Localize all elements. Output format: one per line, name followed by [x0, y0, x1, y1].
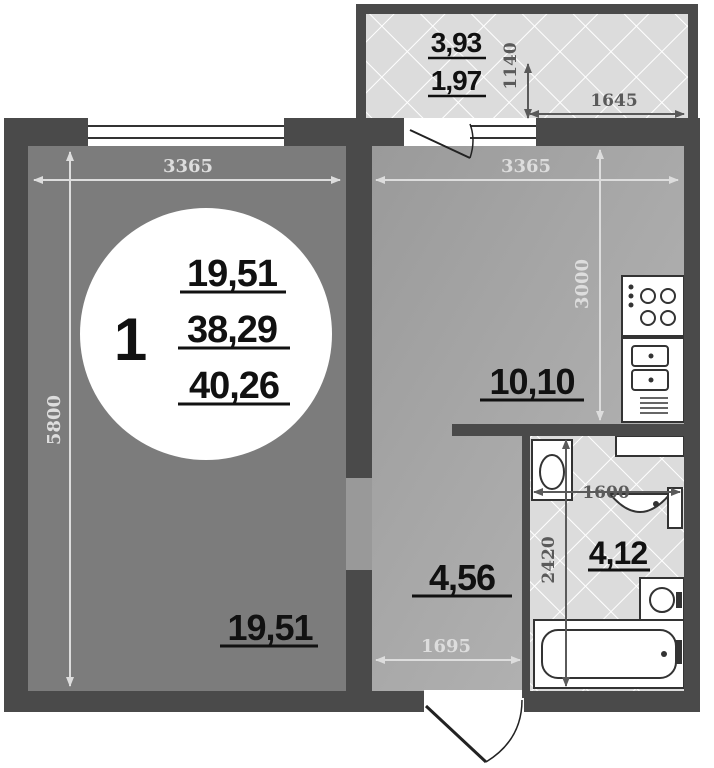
living-room-area: 19,51: [227, 607, 313, 648]
badge-living-area: 19,51: [187, 253, 278, 295]
stove-icon: [621, 275, 685, 337]
dim-bath-length: 2420: [539, 536, 559, 583]
badge-total-area: 38,29: [187, 309, 277, 351]
bathtub-icon: [533, 619, 685, 689]
living-doorway: [346, 478, 372, 570]
dim-bath-width: 1600: [582, 483, 629, 503]
dim-kitchen-width: 3365: [501, 156, 551, 177]
balcony-door: [404, 118, 474, 159]
kitchen-sink-icon: [621, 337, 685, 423]
apartment-badge: 1 19,51 38,29 40,26: [80, 208, 332, 460]
balcony-area-reduced: 1,97: [431, 65, 482, 96]
balcony-area-full: 3,93: [431, 27, 482, 58]
badge-total-with-balcony: 40,26: [189, 365, 279, 407]
washing-machine-icon: [639, 577, 685, 623]
kitchen-window: [470, 118, 536, 146]
hallway-area: 4,56: [429, 557, 495, 598]
living-window: [88, 118, 284, 146]
dim-balcony-depth: 1140: [501, 42, 521, 89]
dim-living-length: 5800: [44, 395, 65, 445]
interior-walls: [346, 118, 700, 712]
dim-kitchen-length: 3000: [572, 259, 593, 309]
vent-shaft-icon: [615, 435, 685, 457]
bathroom-area: 4,12: [589, 535, 647, 571]
room-count: 1: [114, 306, 146, 373]
kitchen-floor: [372, 146, 684, 691]
dim-hall-width: 1695: [421, 636, 471, 657]
dim-living-width: 3365: [163, 156, 213, 177]
entrance-door: [424, 690, 524, 764]
kitchen-area: 10,10: [489, 361, 574, 402]
dim-balcony-width: 1645: [590, 91, 637, 111]
bathroom-fixtures: [531, 435, 685, 689]
